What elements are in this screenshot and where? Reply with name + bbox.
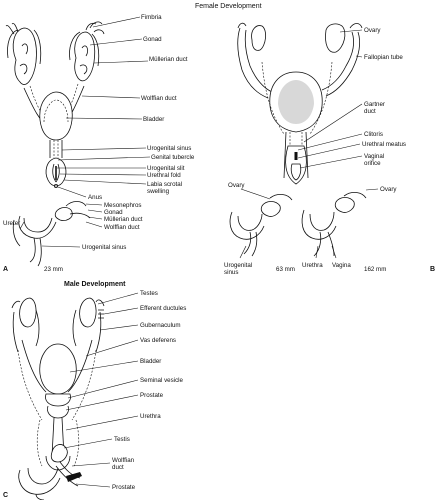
label-side-wolffian-duct: Wolffian duct (104, 224, 140, 231)
label-urethra-162: Urethra (302, 262, 323, 269)
label-stage-162mm: 162 mm (364, 266, 386, 273)
label-wolffian: Wolffian (112, 457, 135, 464)
male-development-title: Male Development (64, 281, 126, 288)
label-side-mullerian-duct: Müllerian duct (104, 216, 143, 223)
label-seminal-vesicle: Seminal vesicle (140, 377, 184, 384)
label-orifice: orifice (364, 160, 381, 167)
label-bladder-male: Bladder (140, 358, 161, 365)
label-side-urogenital-sinus: Urogenital sinus (82, 244, 126, 251)
label-urethral-fold: Urethral fold (147, 172, 181, 179)
label-stage-63mm: 63 mm (276, 266, 295, 273)
female-development-title: Female Development (195, 3, 262, 10)
label-prostate-side: Prostate (112, 484, 136, 491)
label-wolffian-duct: Wolffian duct (141, 95, 177, 102)
label-prostate: Prostate (140, 392, 164, 399)
label-urethra: Urethra (140, 413, 161, 420)
label-gubernaculum: Gubernaculum (140, 322, 181, 329)
panel-label-c: C (3, 492, 8, 499)
label-sinus: sinus (224, 269, 238, 276)
panel-c-labels: Testes Efferent ductules Gubernaculum Va… (65, 290, 186, 431)
label-mesonephros: Mesonephros (104, 202, 142, 209)
label-labia-scrotal: Labia scrotal (147, 181, 182, 188)
label-side-ovary-63: Ovary (228, 182, 245, 189)
label-swelling: swelling (147, 188, 170, 195)
panel-label-a: A (3, 266, 8, 273)
panel-c-side-view: Testis Wolffian duct Prostate (18, 436, 136, 500)
panel-a-side-view: Ureter Mesonephros Gonad Müllerian duct … (3, 201, 143, 273)
label-bladder: Bladder (143, 116, 164, 123)
label-gartner: Gartner (364, 101, 385, 108)
panel-b-labels: Ovary Fallopian tube Gartner duct Clitor… (297, 27, 406, 169)
label-side-gonad: Gonad (104, 209, 123, 216)
panel-b-side-view-162mm: Ovary Urethra Vagina 162 mm (301, 186, 397, 273)
label-ovary: Ovary (364, 27, 381, 34)
label-efferent-ductules: Efferent ductules (140, 305, 186, 312)
label-ureter: Ureter (3, 220, 20, 227)
label-wolffian-duct-male: duct (112, 464, 124, 471)
panel-a-drawing (5, 21, 105, 188)
label-vaginal: Vaginal (364, 153, 384, 160)
label-testes: Testes (140, 290, 158, 297)
panel-label-b: B (430, 266, 435, 273)
label-mullerian-duct: Müllerian duct (149, 56, 188, 63)
label-urogenital-slit: Urogenital slit (147, 165, 185, 172)
label-anus: Anus (88, 194, 102, 201)
label-gartner-duct: duct (364, 108, 376, 115)
label-testis: Testis (114, 436, 130, 443)
label-gonad: Gonad (143, 36, 162, 43)
label-fimbria: Fimbria (141, 14, 162, 21)
label-side-ovary-162: Ovary (380, 186, 397, 193)
label-stage-23mm: 23 mm (44, 266, 63, 273)
panel-c-drawing (11, 297, 105, 471)
label-urethral-meatus: Urethral meatus (362, 141, 406, 148)
label-genital-tubercle: Genital tubercle (151, 154, 195, 161)
label-vas-deferens: Vas deferens (140, 337, 176, 344)
label-urogenital-sinus: Urogenital sinus (147, 145, 191, 152)
panel-a-labels: Fimbria Gonad Müllerian duct Wolffian du… (57, 14, 195, 201)
label-vagina-162: Vagina (332, 262, 351, 269)
label-clitoris: Clitoris (364, 131, 383, 138)
label-fallopian-tube: Fallopian tube (364, 54, 403, 61)
label-urogenital: Urogenital (224, 262, 252, 269)
panel-b-side-view-63mm: Ovary Urogenital sinus 63 mm (224, 182, 295, 276)
panel-b-drawing (237, 22, 363, 185)
